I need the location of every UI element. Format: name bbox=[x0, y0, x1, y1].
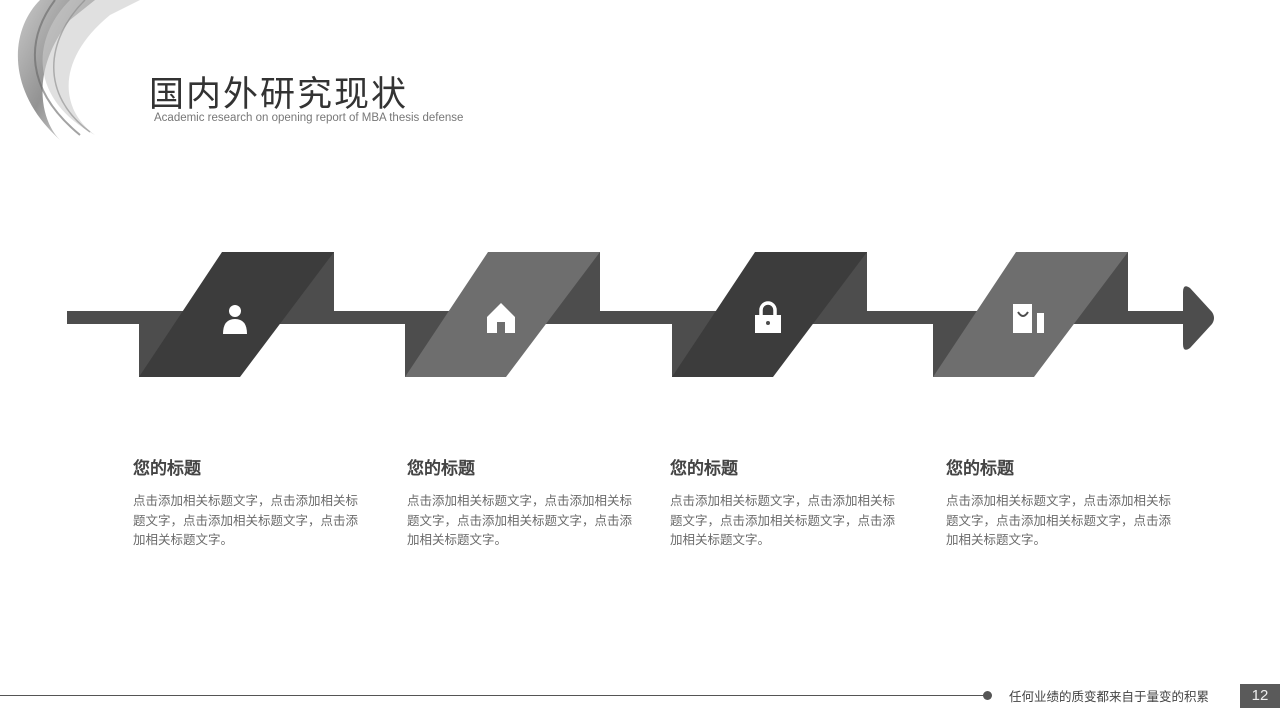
footer-dot bbox=[983, 691, 992, 700]
page-subtitle: Academic research on opening report of M… bbox=[154, 112, 464, 124]
user-icon bbox=[223, 305, 247, 334]
step-title: 您的标题 bbox=[407, 459, 475, 479]
page-number: 12 bbox=[1240, 684, 1280, 708]
decorative-swoosh bbox=[17, 0, 140, 140]
step-1-text: 您的标题 点击添加相关标题文字，点击添加相关标题文字，点击添加相关标题文字，点击… bbox=[133, 454, 373, 550]
home-icon bbox=[487, 303, 515, 333]
footer-slogan: 任何业绩的质变都来自于量变的积累 bbox=[1009, 689, 1210, 704]
step-3-text: 您的标题 点击添加相关标题文字，点击添加相关标题文字，点击添加相关标题文字，点击… bbox=[670, 454, 910, 550]
lock-icon bbox=[755, 301, 781, 333]
step-parallelogram bbox=[672, 252, 867, 377]
step-title: 您的标题 bbox=[133, 459, 201, 479]
step-4-text: 您的标题 点击添加相关标题文字，点击添加相关标题文字，点击添加相关标题文字，点击… bbox=[946, 454, 1186, 550]
step-title: 您的标题 bbox=[946, 459, 1014, 479]
step-body: 点击添加相关标题文字，点击添加相关标题文字，点击添加相关标题文字，点击添加相关标… bbox=[946, 493, 1172, 547]
shopping-bag-icon bbox=[1013, 304, 1044, 333]
step-2-text: 您的标题 点击添加相关标题文字，点击添加相关标题文字，点击添加相关标题文字，点击… bbox=[407, 454, 647, 550]
timeline-line bbox=[67, 311, 1192, 324]
arrow-head-icon bbox=[1183, 286, 1214, 350]
step-title: 您的标题 bbox=[670, 459, 738, 479]
footer-divider bbox=[0, 695, 985, 696]
step-body: 点击添加相关标题文字，点击添加相关标题文字，点击添加相关标题文字，点击添加相关标… bbox=[407, 493, 633, 547]
page-title: 国内外研究现状 bbox=[149, 75, 409, 115]
step-body: 点击添加相关标题文字，点击添加相关标题文字，点击添加相关标题文字，点击添加相关标… bbox=[670, 493, 896, 547]
step-body: 点击添加相关标题文字，点击添加相关标题文字，点击添加相关标题文字，点击添加相关标… bbox=[133, 493, 359, 547]
